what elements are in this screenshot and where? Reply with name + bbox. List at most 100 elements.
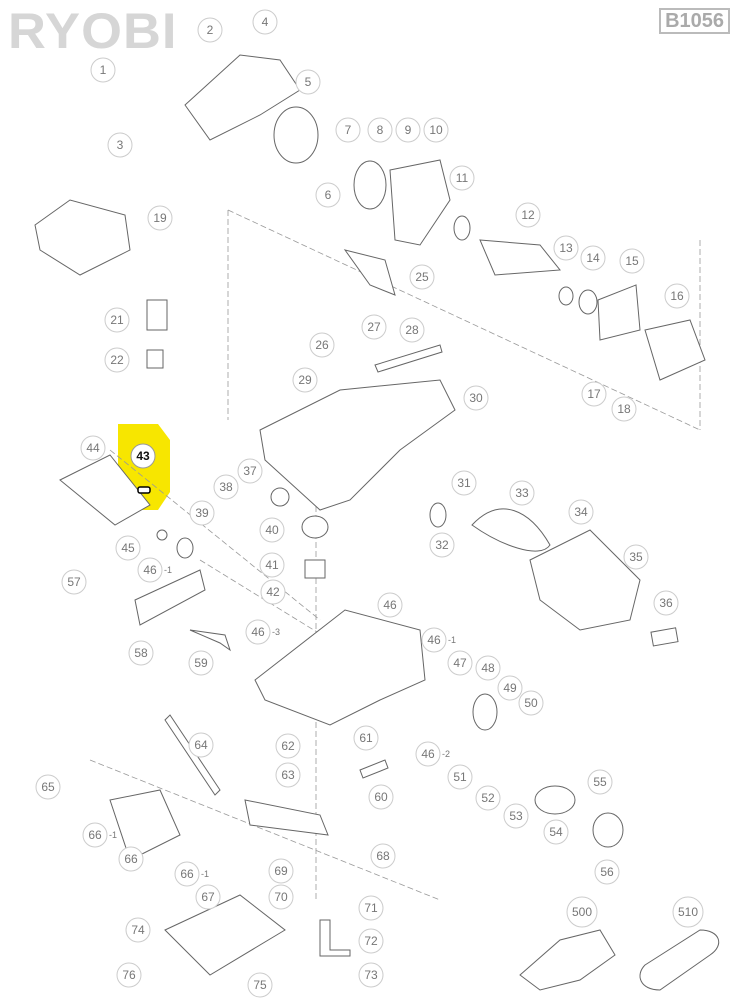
part-label-46-2[interactable]: 46 bbox=[415, 741, 441, 767]
part-label-67[interactable]: 67 bbox=[195, 884, 221, 910]
part-label-59[interactable]: 59 bbox=[188, 650, 214, 676]
part-plate-15 bbox=[597, 284, 641, 341]
part-label-9[interactable]: 9 bbox=[395, 117, 421, 143]
label-number: 66 bbox=[88, 828, 102, 842]
part-label-40[interactable]: 40 bbox=[259, 517, 285, 543]
part-label-18[interactable]: 18 bbox=[611, 396, 637, 422]
part-label-17[interactable]: 17 bbox=[581, 381, 607, 407]
part-label-37[interactable]: 37 bbox=[237, 458, 263, 484]
part-label-29[interactable]: 29 bbox=[292, 367, 318, 393]
label-circle bbox=[245, 619, 271, 645]
part-label-66[interactable]: 66 bbox=[118, 846, 144, 872]
part-label-46-1[interactable]: 46 bbox=[137, 557, 163, 583]
part-label-48[interactable]: 48 bbox=[475, 655, 501, 681]
part-label-73[interactable]: 73 bbox=[358, 962, 384, 988]
part-label-38[interactable]: 38 bbox=[213, 474, 239, 500]
part-label-42[interactable]: 42 bbox=[260, 579, 286, 605]
part-sleeve-46-1 bbox=[176, 537, 194, 559]
part-label-32[interactable]: 32 bbox=[429, 532, 455, 558]
label-number: 42 bbox=[266, 585, 280, 599]
part-label-21[interactable]: 21 bbox=[104, 307, 130, 333]
part-label-25[interactable]: 25 bbox=[409, 264, 435, 290]
part-label-5[interactable]: 5 bbox=[295, 69, 321, 95]
part-label-31[interactable]: 31 bbox=[451, 470, 477, 496]
part-label-70[interactable]: 70 bbox=[268, 884, 294, 910]
part-label-10[interactable]: 10 bbox=[423, 117, 449, 143]
label-circle bbox=[335, 117, 361, 143]
part-label-4[interactable]: 4 bbox=[252, 9, 278, 35]
label-circle bbox=[189, 500, 215, 526]
part-label-15[interactable]: 15 bbox=[619, 248, 645, 274]
part-label-12[interactable]: 12 bbox=[515, 202, 541, 228]
part-label-62[interactable]: 62 bbox=[275, 733, 301, 759]
part-label-11[interactable]: 11 bbox=[449, 165, 475, 191]
label-number: 74 bbox=[131, 923, 145, 937]
part-label-13[interactable]: 13 bbox=[553, 235, 579, 261]
part-label-53[interactable]: 53 bbox=[503, 803, 529, 829]
part-label-49[interactable]: 49 bbox=[497, 675, 523, 701]
label-number: 55 bbox=[593, 775, 607, 789]
label-number: 13 bbox=[559, 241, 573, 255]
part-label-76[interactable]: 76 bbox=[116, 962, 142, 988]
part-label-43[interactable]: 43 bbox=[130, 443, 156, 469]
part-label-66-1[interactable]: 66 bbox=[174, 861, 200, 887]
part-label-63[interactable]: 63 bbox=[275, 762, 301, 788]
part-label-510[interactable]: 510 bbox=[672, 896, 704, 928]
part-label-69[interactable]: 69 bbox=[268, 858, 294, 884]
label-number: 43 bbox=[136, 449, 150, 463]
part-label-3[interactable]: 3 bbox=[107, 132, 133, 158]
part-label-41[interactable]: 41 bbox=[259, 552, 285, 578]
part-label-54[interactable]: 54 bbox=[543, 819, 569, 845]
part-label-66-1[interactable]: 66 bbox=[82, 822, 108, 848]
part-label-34[interactable]: 34 bbox=[568, 499, 594, 525]
part-label-61[interactable]: 61 bbox=[353, 725, 379, 751]
part-label-19[interactable]: 19 bbox=[147, 205, 173, 231]
part-label-22[interactable]: 22 bbox=[104, 347, 130, 373]
part-label-68[interactable]: 68 bbox=[370, 843, 396, 869]
part-label-44[interactable]: 44 bbox=[80, 435, 106, 461]
part-label-52[interactable]: 52 bbox=[475, 785, 501, 811]
label-circle bbox=[395, 117, 421, 143]
part-label-27[interactable]: 27 bbox=[361, 314, 387, 340]
part-label-33[interactable]: 33 bbox=[509, 480, 535, 506]
part-label-36[interactable]: 36 bbox=[653, 590, 679, 616]
part-label-35[interactable]: 35 bbox=[623, 544, 649, 570]
part-label-57[interactable]: 57 bbox=[61, 569, 87, 595]
part-label-46[interactable]: 46 bbox=[377, 592, 403, 618]
part-label-64[interactable]: 64 bbox=[188, 732, 214, 758]
part-label-55[interactable]: 55 bbox=[587, 769, 613, 795]
part-label-50[interactable]: 50 bbox=[518, 690, 544, 716]
part-label-7[interactable]: 7 bbox=[335, 117, 361, 143]
label-number: 56 bbox=[600, 865, 614, 879]
label-circle bbox=[623, 544, 649, 570]
part-label-47[interactable]: 47 bbox=[447, 650, 473, 676]
part-label-1[interactable]: 1 bbox=[90, 57, 116, 83]
part-label-6[interactable]: 6 bbox=[315, 182, 341, 208]
part-label-75[interactable]: 75 bbox=[247, 972, 273, 998]
part-label-39[interactable]: 39 bbox=[189, 500, 215, 526]
part-label-26[interactable]: 26 bbox=[309, 332, 335, 358]
part-label-30[interactable]: 30 bbox=[463, 385, 489, 411]
label-number: 53 bbox=[509, 809, 523, 823]
part-label-46-3[interactable]: 46 bbox=[245, 619, 271, 645]
part-label-8[interactable]: 8 bbox=[367, 117, 393, 143]
label-number: 19 bbox=[153, 211, 167, 225]
part-label-60[interactable]: 60 bbox=[368, 784, 394, 810]
part-label-58[interactable]: 58 bbox=[128, 640, 154, 666]
part-label-71[interactable]: 71 bbox=[358, 895, 384, 921]
part-label-56[interactable]: 56 bbox=[594, 859, 620, 885]
part-label-500[interactable]: 500 bbox=[566, 896, 598, 928]
part-label-2[interactable]: 2 bbox=[197, 17, 223, 43]
part-label-45[interactable]: 45 bbox=[115, 535, 141, 561]
part-label-16[interactable]: 16 bbox=[664, 283, 690, 309]
part-label-72[interactable]: 72 bbox=[358, 928, 384, 954]
label-circle bbox=[104, 307, 130, 333]
part-label-65[interactable]: 65 bbox=[35, 774, 61, 800]
part-label-74[interactable]: 74 bbox=[125, 917, 151, 943]
part-bracket-54 bbox=[534, 785, 576, 815]
part-label-51[interactable]: 51 bbox=[447, 764, 473, 790]
part-label-46-1[interactable]: 46 bbox=[421, 627, 447, 653]
part-label-28[interactable]: 28 bbox=[399, 317, 425, 343]
part-label-14[interactable]: 14 bbox=[580, 245, 606, 271]
